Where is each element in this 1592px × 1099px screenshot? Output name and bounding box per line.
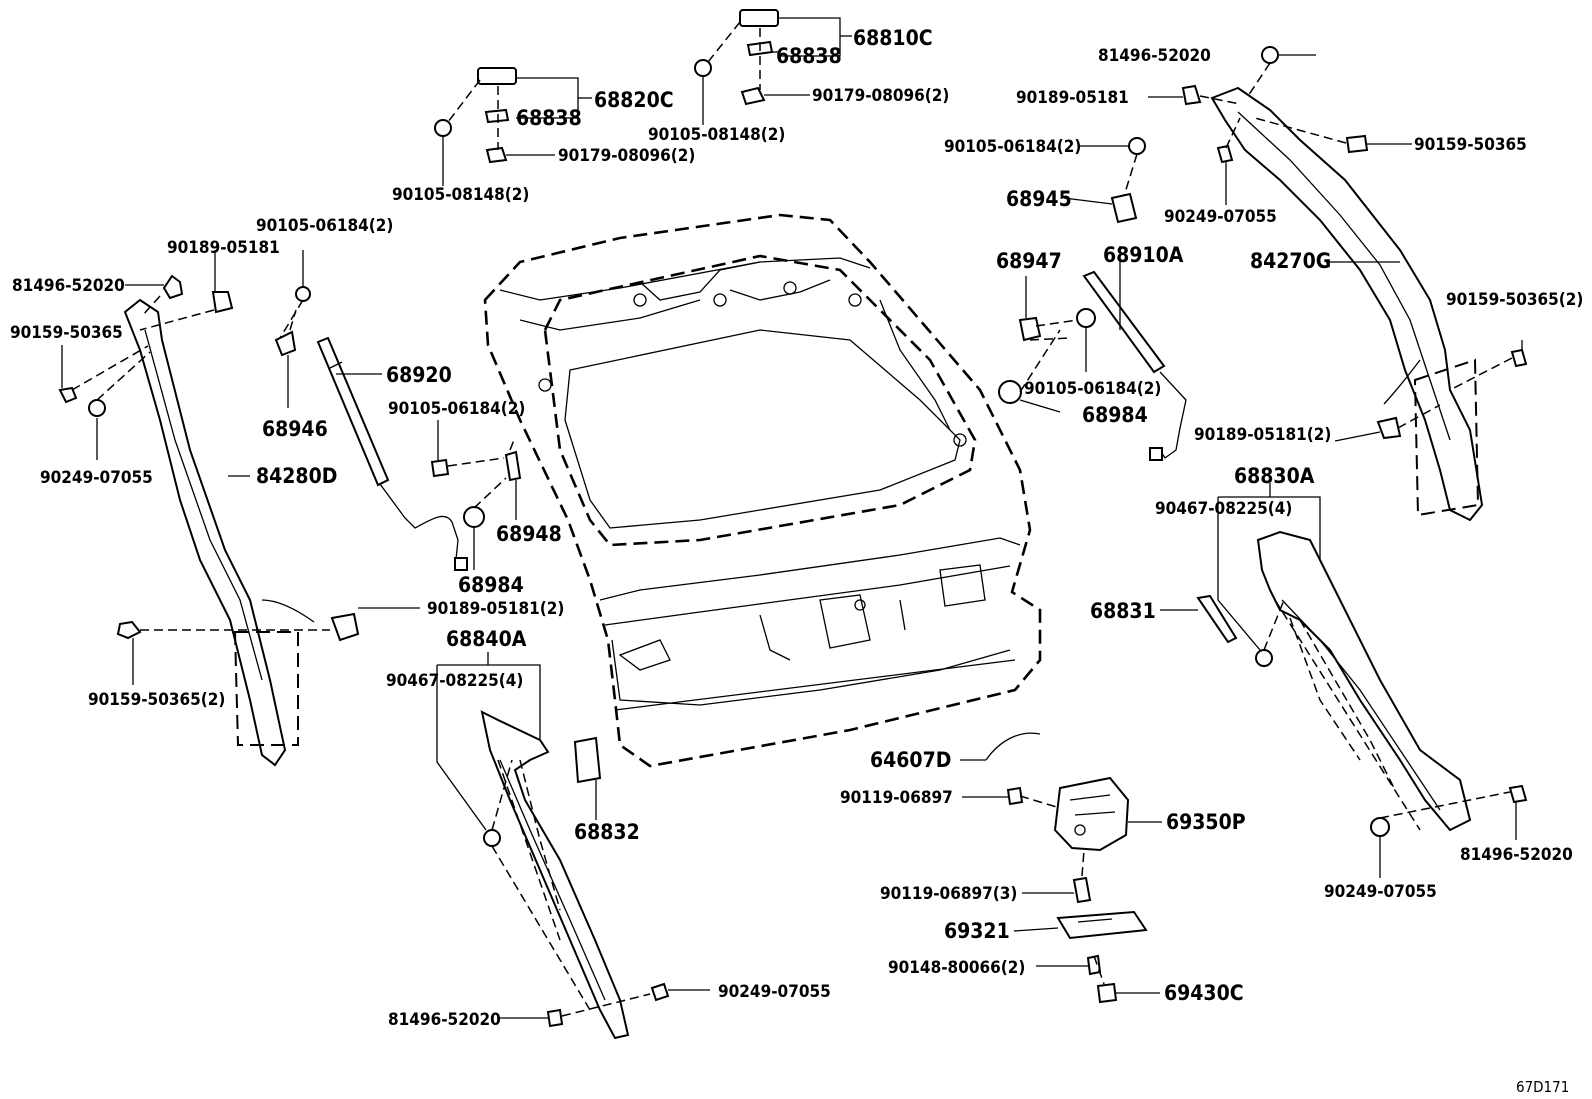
label-90249-ul: 90249-07055 <box>40 468 153 488</box>
garnish-84270G <box>1148 46 1528 522</box>
label-68838-top: 68838 <box>776 44 842 68</box>
label-68910A: 68910A <box>1103 243 1184 267</box>
label-90249-lb: 90249-07055 <box>718 982 831 1002</box>
label-81496-ul: 81496-52020 <box>12 276 125 296</box>
label-90249-rb: 90249-07055 <box>1324 882 1437 902</box>
strut-68920 <box>274 250 522 571</box>
label-81496-rb: 81496-52020 <box>1460 845 1573 865</box>
label-69321: 69321 <box>944 919 1010 943</box>
label-90159-ur2: 90159-50365(2) <box>1446 290 1583 310</box>
garnish-84280D <box>58 250 420 767</box>
label-68947: 68947 <box>996 249 1062 273</box>
label-90159-ur: 90159-50365 <box>1414 135 1527 155</box>
label-68984-l: 68984 <box>458 573 524 597</box>
label-90105-mr: 90105-06184(2) <box>1024 379 1161 399</box>
label-68920: 68920 <box>386 363 452 387</box>
label-90159-ul: 90159-50365 <box>10 323 123 343</box>
label-90105-left: 90105-08148(2) <box>392 185 529 205</box>
label-68948: 68948 <box>496 522 562 546</box>
lock-assembly-69350P <box>960 732 1162 1004</box>
label-81496-lb: 81496-52020 <box>388 1010 501 1030</box>
label-68984-r: 68984 <box>1082 403 1148 427</box>
part-labels: 68810C 68838 90179-08096(2) 90105-08148(… <box>10 26 1583 1096</box>
label-90249-ur: 90249-07055 <box>1164 207 1277 227</box>
diagram-id-label: 67D171 <box>1516 1078 1569 1096</box>
label-90119-a: 90119-06897 <box>840 788 953 808</box>
back-door-panel <box>483 213 1042 768</box>
label-90189-ul: 90189-05181 <box>167 238 280 258</box>
label-90148: 90148-80066(2) <box>888 958 1025 978</box>
garnish-68840A <box>436 652 710 1040</box>
label-81496-ur: 81496-52020 <box>1098 46 1211 66</box>
label-68832: 68832 <box>574 820 640 844</box>
label-69350P: 69350P <box>1166 810 1246 834</box>
label-90105-ur: 90105-06184(2) <box>944 137 1081 157</box>
label-64607D: 64607D <box>870 748 951 772</box>
label-68945: 68945 <box>1006 187 1072 211</box>
label-68831: 68831 <box>1090 599 1156 623</box>
label-90179-top: 90179-08096(2) <box>812 86 949 106</box>
label-68820C: 68820C <box>594 88 674 112</box>
label-90467-r: 90467-08225(4) <box>1155 499 1292 519</box>
label-90119-b: 90119-06897(3) <box>880 884 1017 904</box>
strut-68910A <box>998 137 1187 461</box>
label-69430C: 69430C <box>1164 981 1244 1005</box>
garnish-68830A <box>1160 483 1528 878</box>
label-68946: 68946 <box>262 417 328 441</box>
label-84270G: 84270G <box>1250 249 1331 273</box>
hinge-68820C <box>434 67 592 186</box>
label-90105-ml: 90105-06184(2) <box>256 216 393 236</box>
label-90105-top: 90105-08148(2) <box>648 125 785 145</box>
hinge-68810C <box>694 9 852 125</box>
label-90189-r2: 90189-05181(2) <box>1194 425 1331 445</box>
label-90189-l2: 90189-05181(2) <box>427 599 564 619</box>
label-68810C: 68810C <box>853 26 933 50</box>
label-90159-l2: 90159-50365(2) <box>88 690 225 710</box>
label-68838-left: 68838 <box>516 106 582 130</box>
label-90105-c: 90105-06184(2) <box>388 399 525 419</box>
label-90467-l: 90467-08225(4) <box>386 671 523 691</box>
label-90179-left: 90179-08096(2) <box>558 146 695 166</box>
label-68830A: 68830A <box>1234 464 1315 488</box>
label-84280D: 84280D <box>256 464 337 488</box>
label-68840A: 68840A <box>446 627 527 651</box>
label-90189-ur: 90189-05181 <box>1016 88 1129 108</box>
